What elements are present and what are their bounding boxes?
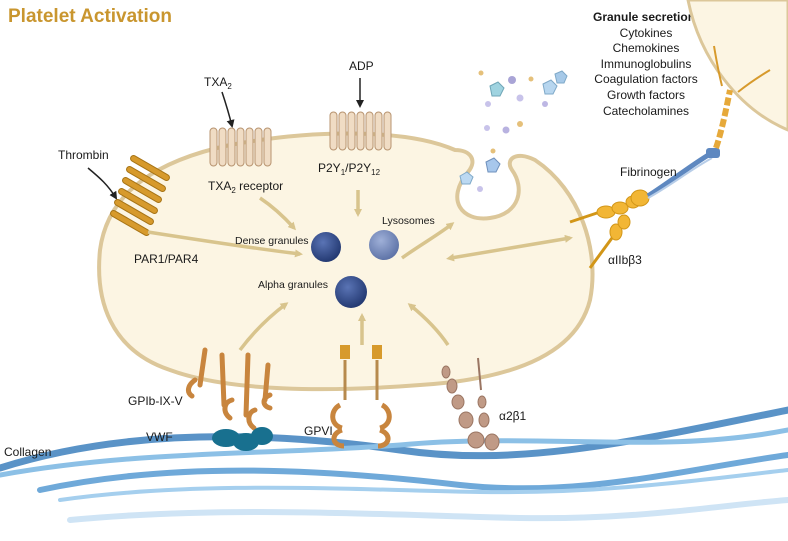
fibrinogen-molecule xyxy=(646,45,771,199)
secretion-item: Coagulation factors xyxy=(594,72,698,87)
secretion-item: Immunoglobulins xyxy=(600,56,692,71)
label-lysosomes: Lysosomes xyxy=(382,215,435,227)
neighbor-cell xyxy=(686,0,788,132)
p2y-receptor xyxy=(329,111,392,151)
thrombin-arrow xyxy=(87,167,118,200)
label-collagen: Collagen xyxy=(4,445,51,459)
label-vwf: VWF xyxy=(146,430,173,444)
label-txa2: TXA2 xyxy=(204,75,232,91)
secretion-item: Catecholamines xyxy=(602,103,690,118)
aiib-b3-integrin xyxy=(569,189,650,269)
signaling-arrows xyxy=(147,190,573,352)
label-fibrinogen: Fibrinogen xyxy=(620,165,677,179)
secretion-item: Cytokines xyxy=(619,25,673,40)
diagram-labels: Thrombin TXA2 ADP TXA2 receptor P2Y1/P2Y… xyxy=(4,59,677,459)
page-title: Platelet Activation xyxy=(8,6,173,27)
label-aiib-b3: αIIbβ3 xyxy=(608,253,642,267)
secretion-item: Chemokines xyxy=(612,41,680,56)
platelet-membrane xyxy=(97,131,595,392)
par-receptor xyxy=(110,155,170,236)
gpvi-receptor xyxy=(330,345,392,449)
label-par: PAR1/PAR4 xyxy=(134,252,199,266)
dense-granule xyxy=(311,232,341,262)
gpib-ix-v-receptor xyxy=(185,347,273,431)
label-a2b1: α2β1 xyxy=(499,409,527,423)
label-adp: ADP xyxy=(349,59,374,73)
label-dense-granules: Dense granules xyxy=(235,235,309,247)
secreted-molecules xyxy=(459,70,568,192)
collagen-fibers xyxy=(0,406,788,523)
txa2-receptor xyxy=(209,127,272,167)
granule-secretion-list: Granule secretion: Cytokines Chemokines … xyxy=(566,10,726,119)
label-thrombin: Thrombin xyxy=(58,148,109,162)
vwf-molecule xyxy=(212,427,273,451)
label-gpvi: GPVI xyxy=(304,424,333,438)
alpha-granule xyxy=(335,276,367,308)
a2b1-integrin xyxy=(441,357,500,451)
granule-secretion-heading: Granule secretion: xyxy=(592,10,700,24)
lysosome xyxy=(369,230,399,260)
label-p2y: P2Y1/P2Y12 xyxy=(318,161,381,177)
label-gpib-ix-v: GPIb-IX-V xyxy=(128,394,183,408)
secretion-item: Growth factors xyxy=(606,87,686,102)
label-alpha-granules: Alpha granules xyxy=(258,279,328,291)
txa2-arrow xyxy=(221,91,235,128)
label-txa2-receptor: TXA2 receptor xyxy=(208,179,283,195)
